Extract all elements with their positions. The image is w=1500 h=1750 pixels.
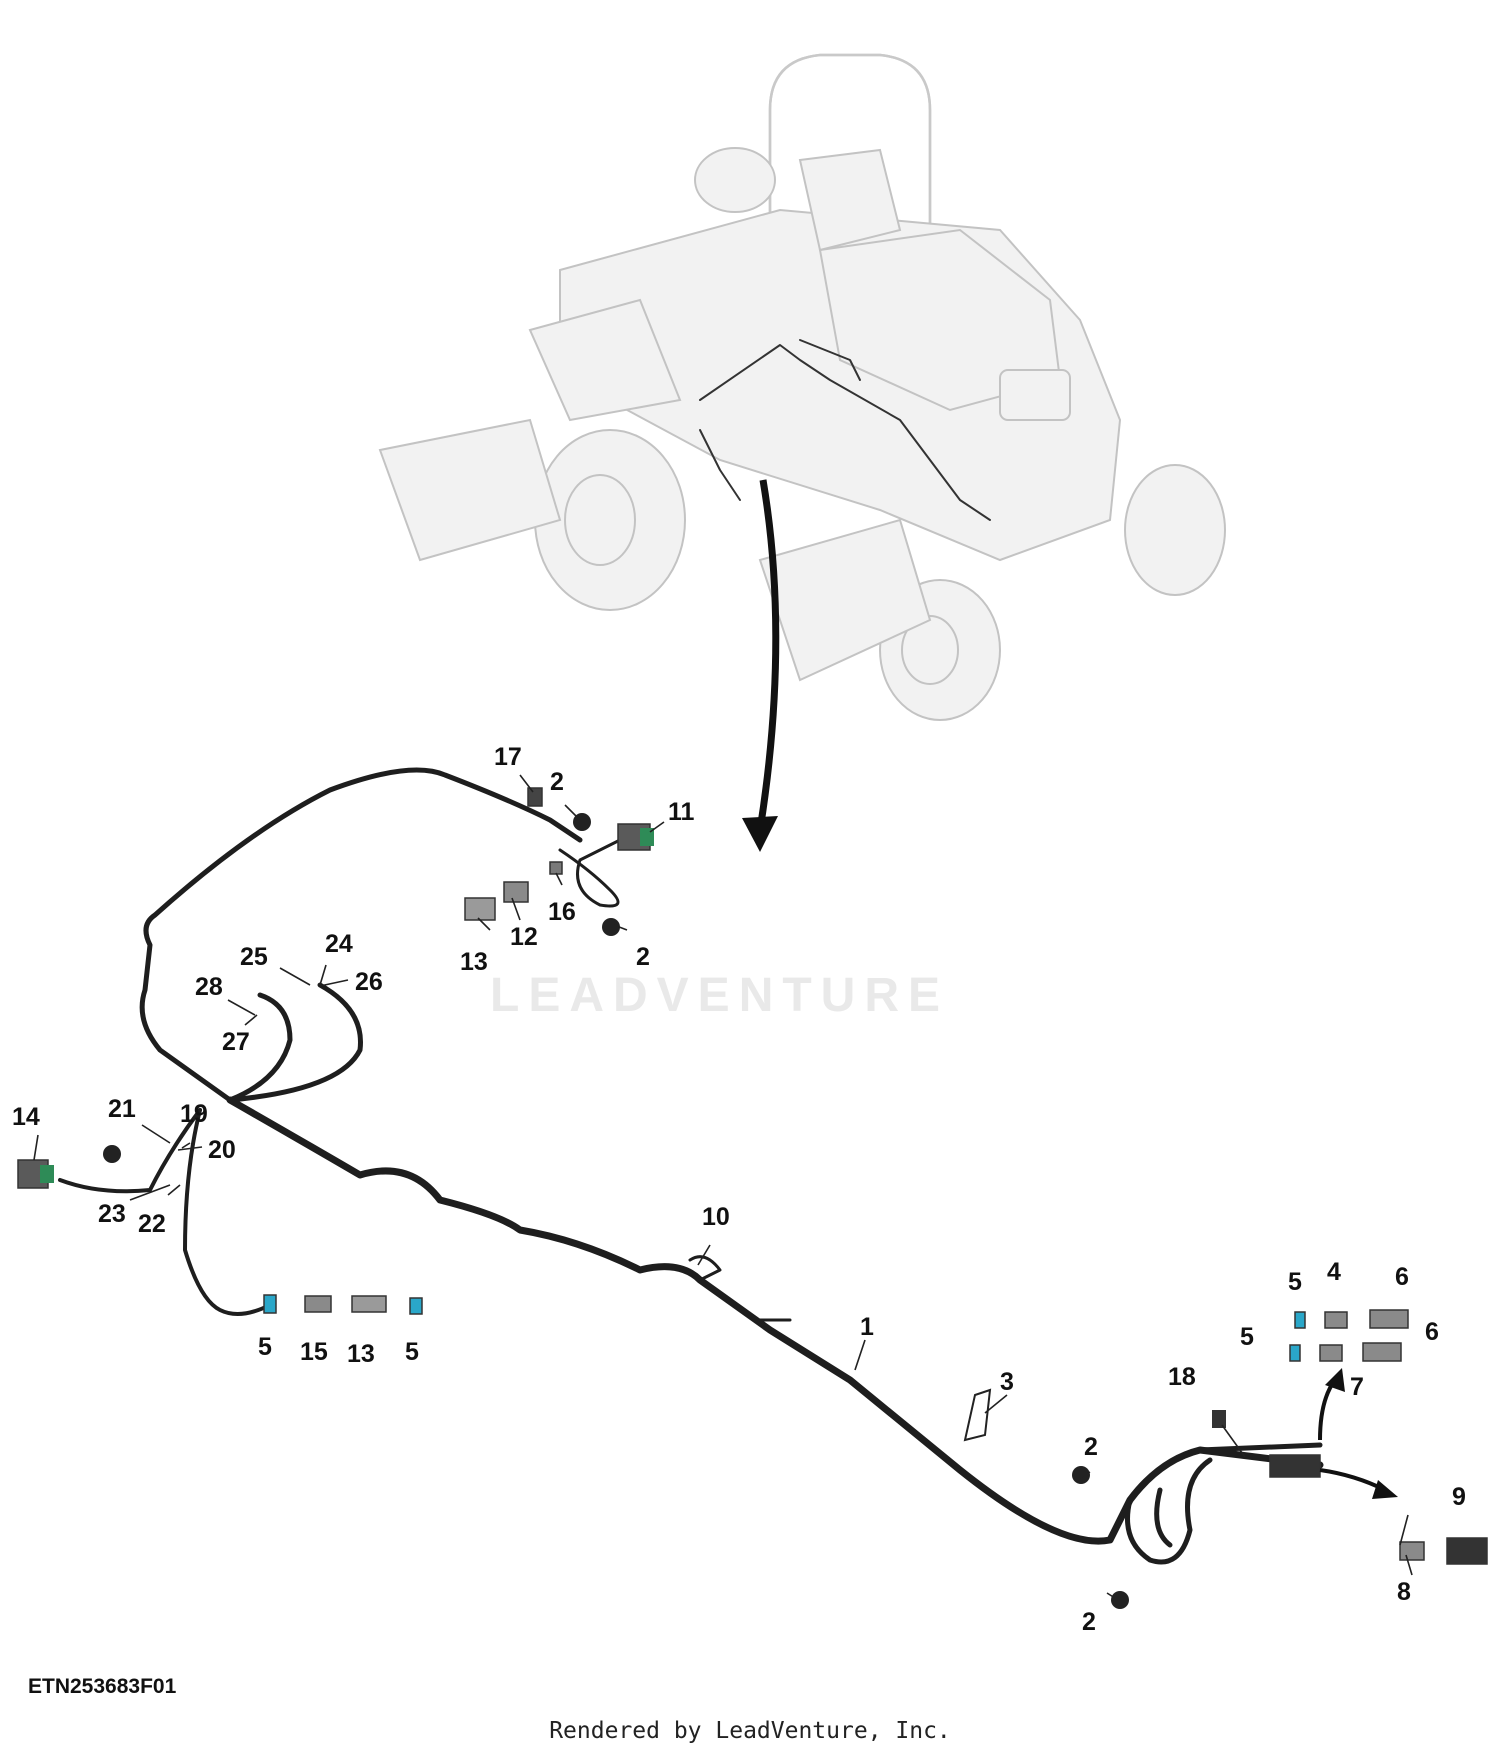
callout-2c: 2 (1084, 1433, 1098, 1461)
callout-2a: 2 (550, 768, 564, 796)
callout-3: 3 (1000, 1368, 1014, 1396)
callout-15: 15 (300, 1338, 328, 1366)
callout-1: 1 (860, 1313, 874, 1341)
callout-5a: 5 (1288, 1268, 1302, 1296)
detail-arrow (742, 479, 780, 852)
connector-12 (503, 881, 529, 903)
connector-row-right (1269, 1309, 1488, 1565)
render-credit: Rendered by LeadVenture, Inc. (549, 1718, 951, 1744)
clip-left (103, 1145, 121, 1163)
callout-2d: 2 (1082, 1608, 1096, 1636)
callout-4: 4 (1327, 1258, 1341, 1286)
callout-2b: 2 (636, 943, 650, 971)
callout-7: 7 (1350, 1373, 1364, 1401)
callout-16: 16 (548, 898, 576, 926)
watermark: LEADVENTURE (490, 969, 950, 1022)
callout-26: 26 (355, 968, 383, 996)
connector-row-left (263, 1294, 423, 1315)
connector-16 (549, 861, 563, 875)
leader-lines (33, 774, 1413, 1601)
callout-11: 11 (668, 798, 695, 826)
callout-14: 14 (12, 1103, 40, 1131)
callout-13a: 13 (460, 948, 488, 976)
callout-12: 12 (510, 923, 538, 951)
connector-14 (17, 1159, 54, 1189)
figure-code: ETN253683F01 (28, 1675, 177, 1698)
callout-6a: 6 (1395, 1263, 1409, 1291)
callout-22: 22 (138, 1210, 166, 1238)
clip-17 (527, 787, 543, 807)
callout-13b: 13 (347, 1340, 375, 1368)
callout-23: 23 (98, 1200, 126, 1228)
clip-2b (602, 918, 620, 936)
callout-17: 17 (494, 743, 522, 771)
callout-24: 24 (325, 930, 353, 958)
callout-18: 18 (1168, 1363, 1196, 1391)
callout-10: 10 (702, 1203, 730, 1231)
clip-2c (1072, 1466, 1090, 1484)
callout-21: 21 (108, 1095, 136, 1123)
callout-19: 19 (180, 1100, 208, 1128)
callout-9: 9 (1452, 1483, 1466, 1511)
callout-28: 28 (195, 973, 223, 1001)
callout-6b: 6 (1425, 1318, 1439, 1346)
label-3 (963, 1388, 992, 1442)
callout-27: 27 (222, 1028, 250, 1056)
connector-11 (617, 823, 654, 851)
connector-13-top (464, 897, 496, 921)
callout-8: 8 (1397, 1578, 1411, 1606)
mower-tractor-ghost (378, 53, 1226, 721)
main-harness (58, 767, 1324, 1565)
callout-labels: 1 2 2 2 2 3 4 5 5 5 5 6 6 7 8 9 10 11 12… (12, 743, 1466, 1636)
callout-20: 20 (208, 1136, 236, 1164)
callout-5c: 5 (258, 1333, 272, 1361)
callout-5d: 5 (405, 1338, 419, 1366)
clip-2d (1111, 1591, 1129, 1609)
callout-25: 25 (240, 943, 268, 971)
callout-5b: 5 (1240, 1323, 1254, 1351)
arrows-right (1318, 1368, 1398, 1499)
clip-18 (1212, 1410, 1226, 1428)
